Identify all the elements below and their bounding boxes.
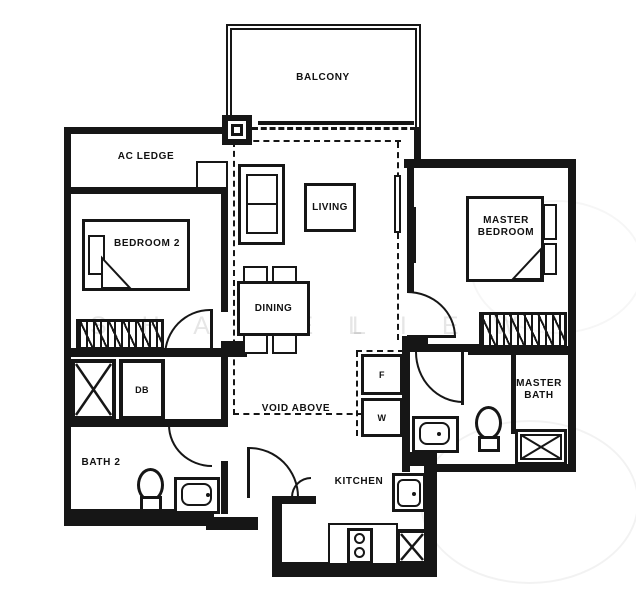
balcony-sliding-door [252, 127, 416, 133]
room-label-bath2: BATH 2 [81, 457, 121, 468]
void-dashed-boundary [397, 142, 399, 340]
db-label: DB [135, 384, 149, 395]
wall [64, 348, 246, 357]
pillow-symbol [543, 243, 557, 275]
toilet-tank [478, 436, 500, 452]
living-label-box: LIVING [304, 183, 356, 232]
ac-ledge-notch [196, 161, 228, 189]
master-bath-line1: MASTER [516, 378, 562, 389]
void-dashed-boundary [233, 413, 363, 415]
room-label-master-bedroom: MASTER BEDROOM [478, 215, 534, 239]
fw-dashed-boundary [356, 350, 404, 352]
sink-drain [206, 493, 210, 497]
washer-box: W [361, 398, 403, 437]
door-arc-bath2 [168, 425, 212, 467]
toilet-tank [140, 496, 162, 512]
wall [64, 127, 228, 134]
dining-table: DINING [237, 281, 310, 336]
wall [221, 461, 228, 514]
chair-symbol [243, 334, 268, 354]
bath-x-box [515, 429, 567, 465]
master-bedroom-line1: MASTER [483, 215, 529, 226]
wall [407, 159, 414, 292]
db-box: DB [119, 359, 165, 420]
wardrobe-symbol [479, 312, 567, 348]
chair-symbol [272, 334, 297, 354]
wall [402, 344, 482, 352]
wall [468, 346, 576, 355]
wall [404, 159, 576, 168]
wall [511, 352, 516, 434]
room-label-living: LIVING [312, 202, 348, 213]
wall [64, 419, 228, 427]
room-label-dining: DINING [254, 303, 293, 314]
kitchen-x-box [396, 529, 428, 565]
shower-box [71, 359, 116, 420]
wall [258, 121, 414, 125]
wall [402, 339, 410, 472]
wall [414, 127, 421, 165]
sliding-panel [394, 175, 401, 233]
wall [221, 355, 228, 427]
room-label-balcony: BALCONY [296, 72, 350, 83]
room-label-master-bath: MASTER BATH [516, 378, 562, 402]
door-leaf [247, 447, 250, 498]
wall [64, 187, 228, 194]
sink-basin [419, 422, 450, 445]
door-leaf [210, 309, 213, 357]
pillow-symbol [543, 204, 557, 240]
sink-drain [437, 432, 441, 436]
room-label-bedroom2: BEDROOM 2 [114, 238, 180, 249]
void-above-label: VOID ABOVE [261, 403, 331, 414]
fridge-box: F [361, 354, 403, 395]
sofa-divider [246, 203, 278, 205]
burner [354, 547, 365, 558]
wardrobe-symbol [76, 319, 164, 350]
door-arc-master-bedroom [407, 291, 456, 337]
wall [64, 127, 71, 526]
sink-basin [181, 483, 212, 506]
room-label-kitchen: KITCHEN [334, 476, 384, 487]
bed-symbol [466, 196, 544, 282]
wall [424, 464, 576, 472]
balcony-walls [226, 24, 421, 136]
sink-drain [412, 492, 416, 496]
void-dashed-boundary [233, 141, 235, 415]
door-arc-master-bath [415, 352, 463, 403]
column-core [231, 124, 243, 136]
wall [221, 194, 228, 312]
fridge-label: F [379, 369, 385, 380]
kitchen-sink-basin [397, 479, 421, 507]
wall [206, 517, 258, 530]
fw-dashed-boundary [356, 351, 358, 436]
toilet-bowl [475, 406, 502, 440]
void-dashed-boundary [233, 140, 401, 142]
wall [272, 496, 282, 577]
master-bath-line2: BATH [524, 390, 554, 401]
room-label-ac-ledge: AC LEDGE [117, 151, 175, 162]
wall [272, 496, 316, 504]
wall [272, 562, 437, 577]
wall [568, 159, 576, 472]
burner [354, 533, 365, 544]
pillow-symbol [88, 235, 105, 275]
washer-label: W [377, 412, 387, 423]
master-bedroom-line2: BEDROOM [477, 227, 535, 238]
